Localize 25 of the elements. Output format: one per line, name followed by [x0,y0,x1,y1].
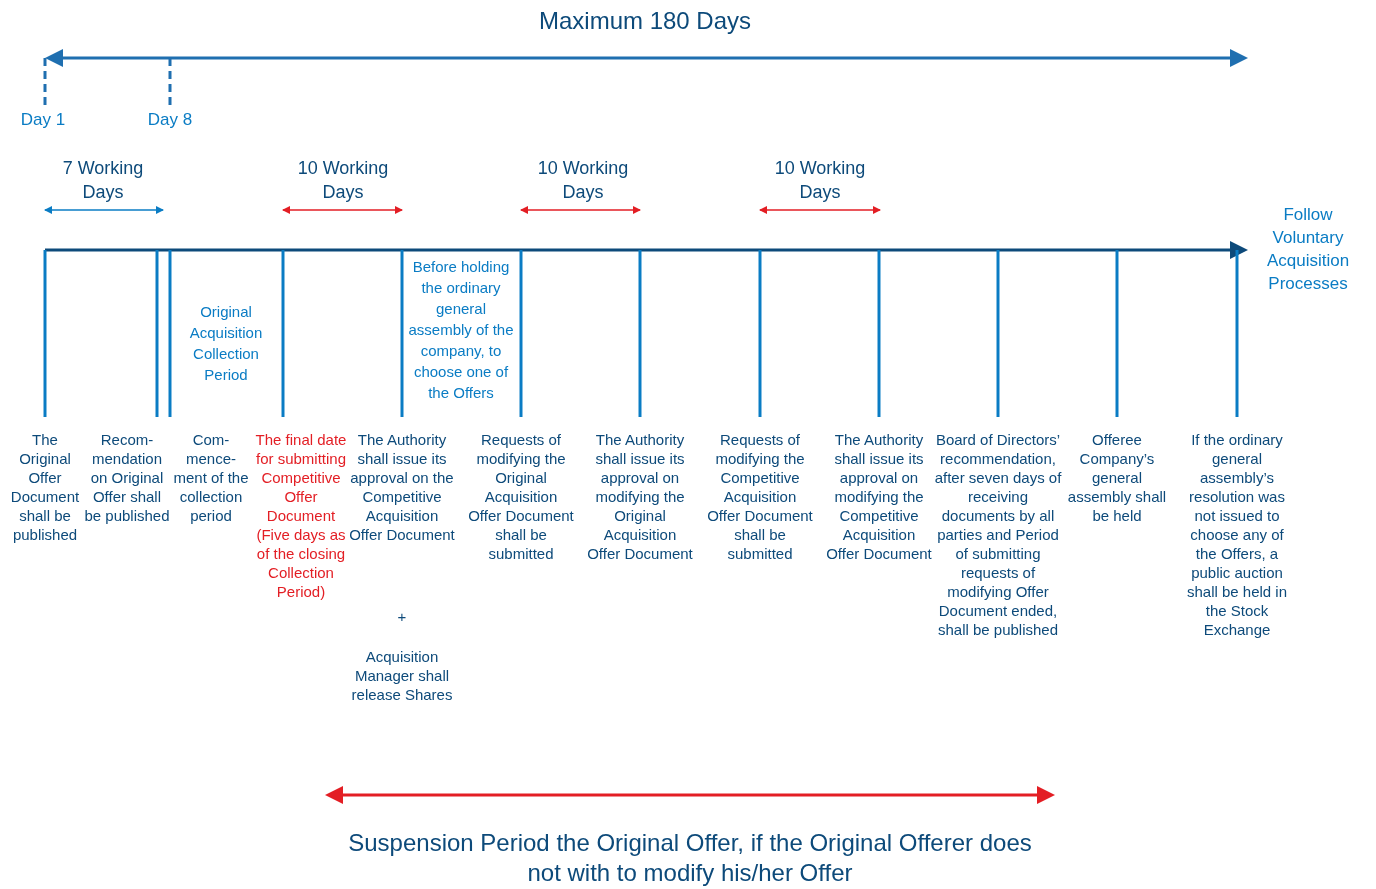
caption-text: Suspension Period the Original Offer, if the Original Offerer does not with to modify his/her Offer [347,828,1033,888]
event-text: Offeree Company’s general assembly shall be held [1066,430,1168,525]
day-label: Day 1 [19,109,67,131]
note-text: Before holding the ordinary general assembly of the company, to choose one of the Offers [407,257,515,403]
duration-label: 10 Working Days [536,157,630,204]
event-text: The Authority shall issue its approval on modifying the Original Acquisition Offer Document [587,430,693,563]
event-text: The final date for submitting Competitive Offer Document (Five days as of the closing Collection Period) [254,430,348,601]
plus-sign: + [396,607,408,626]
event-text: The Original Offer Document shall be published [9,430,81,544]
event-text: The Authority shall issue its approval on the Competitive Acquisition Offer Document [349,430,455,544]
duration-label: 10 Working Days [296,157,390,204]
timeline-title: Maximum 180 Days [537,6,753,36]
outcome-label: Follow Voluntary Acquisition Processes [1265,204,1351,295]
day-label: Day 8 [146,109,194,131]
event-text: Recom-mendation on Original Offer shall be published [84,430,170,525]
event-text: Board of Directors’ recommendation, after seven days of receiving documents by all parties and Period of submitting requests of modifying Offer Document ended, shall be published [933,430,1063,639]
event-text: Requests of modifying the Competitive Acquisition Offer Document shall be submitted [707,430,813,563]
duration-label: 10 Working Days [773,157,867,204]
duration-label: 7 Working Days [61,157,145,204]
event-text: Requests of modifying the Original Acquisition Offer Document shall be submitted [468,430,574,563]
event-text: Com-mence-ment of the collection period [173,430,249,525]
event-text: Acquisition Manager shall release Shares [350,647,454,704]
period-label: Original Acquisition Collection Period [188,302,264,385]
event-text: The Authority shall issue its approval on modifying the Competitive Acquisition Offer Document [826,430,932,563]
event-text: If the ordinary general assembly’s resolution was not issued to choose any of the Offers, a public auction shall be held in the Stock Exchange [1185,430,1289,639]
